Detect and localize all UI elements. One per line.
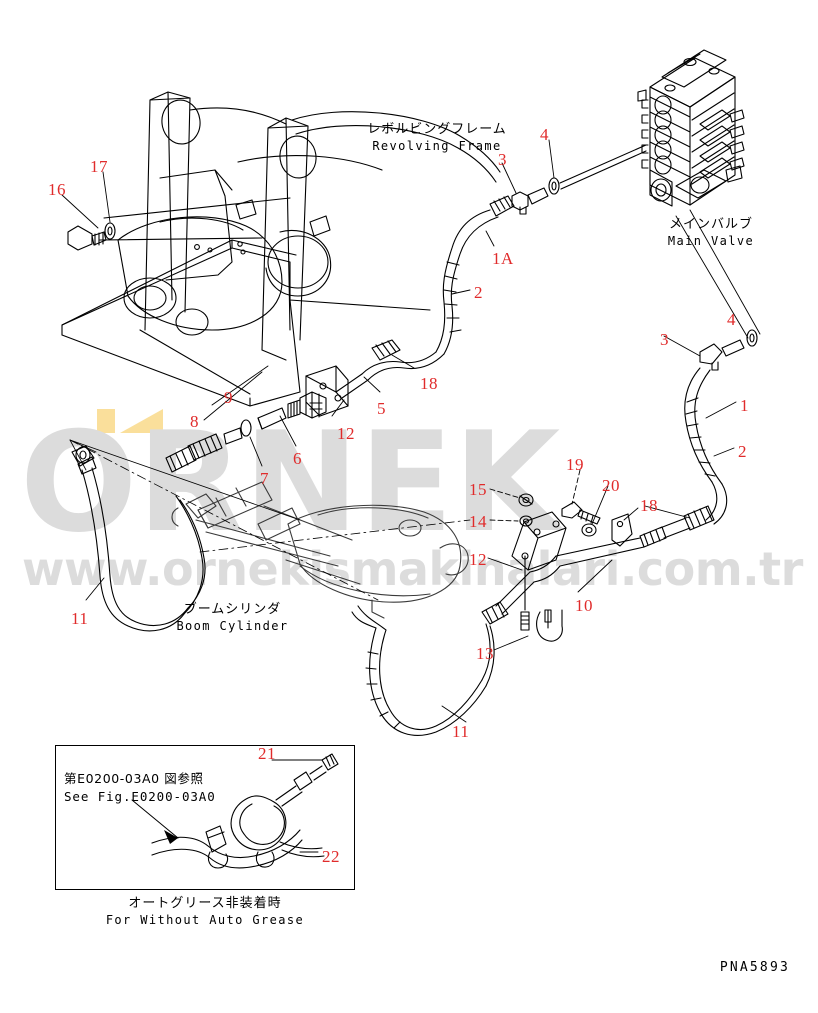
bracket-12-assembly bbox=[487, 469, 639, 651]
callout-12: 12 bbox=[337, 424, 355, 443]
callout-15: 15 bbox=[469, 480, 487, 499]
callout-21: 21 bbox=[258, 744, 276, 763]
callout-22: 22 bbox=[322, 847, 340, 866]
callout-1: 1 bbox=[740, 396, 749, 415]
callout-13: 13 bbox=[476, 644, 494, 663]
callout-7: 7 bbox=[260, 469, 269, 488]
label-boom-cylinder-en: Boom Cylinder bbox=[176, 619, 289, 633]
callout-9: 9 bbox=[224, 388, 233, 407]
callout-3: 3 bbox=[498, 150, 507, 169]
callout-2: 2 bbox=[738, 442, 747, 461]
label-revolving-frame-jp: レボルビングフレーム bbox=[367, 122, 507, 137]
drawing-part-number: PNA5893 bbox=[719, 960, 790, 975]
callout-10: 10 bbox=[575, 596, 593, 615]
callout-2: 2 bbox=[474, 283, 483, 302]
logo-chevrons bbox=[97, 409, 163, 433]
label-boom-cylinder-jp: ブームシリンダ bbox=[183, 602, 282, 617]
inset-without-auto-grease-box bbox=[55, 745, 355, 890]
label-boom-cylinder: ブームシリンダ Boom Cylinder bbox=[145, 598, 320, 633]
callout-6: 6 bbox=[293, 449, 302, 468]
callout-16: 16 bbox=[48, 180, 66, 199]
hose-11-left bbox=[69, 439, 471, 632]
callout-11: 11 bbox=[71, 609, 89, 628]
label-revolving-frame-en: Revolving Frame bbox=[372, 139, 502, 153]
callout-3: 3 bbox=[660, 330, 669, 349]
inset-see-fig-en: See Fig.E0200-03A0 bbox=[64, 789, 216, 804]
callout-18: 18 bbox=[640, 496, 658, 515]
label-main-valve: メインバルブ Main Valve bbox=[636, 213, 786, 248]
revolving-frame-drawing bbox=[61, 91, 501, 407]
callout-8: 8 bbox=[190, 412, 199, 431]
callout-17: 17 bbox=[90, 157, 108, 176]
hose-1a-assembly bbox=[435, 139, 647, 355]
boom-cylinder-drawing bbox=[171, 481, 469, 619]
label-revolving-frame: レボルビングフレーム Revolving Frame bbox=[352, 118, 522, 153]
label-without-auto-grease-en: For Without Auto Grease bbox=[105, 913, 305, 927]
hose-1-right-assembly bbox=[481, 209, 761, 625]
callout-4: 4 bbox=[727, 310, 736, 329]
watermark-url: www.ornekismakinalari.com.tr bbox=[22, 542, 804, 596]
label-main-valve-en: Main Valve bbox=[667, 234, 755, 248]
callout-1A: 1A bbox=[492, 249, 514, 268]
watermark-brand: ORNEK bbox=[20, 402, 565, 563]
callout-14: 14 bbox=[469, 512, 487, 531]
label-without-auto-grease: オートグリース非装着時 For Without Auto Grease bbox=[100, 892, 310, 927]
inset-see-fig-jp: 第E0200-03A0 図参照 bbox=[64, 771, 204, 786]
callout-4: 4 bbox=[540, 125, 549, 144]
callout-20: 20 bbox=[602, 476, 620, 495]
callout-12: 12 bbox=[469, 550, 487, 569]
callout-19: 19 bbox=[566, 455, 584, 474]
callout-18: 18 bbox=[420, 374, 438, 393]
inset-drawing bbox=[131, 753, 339, 869]
main-valve-drawing bbox=[637, 49, 745, 207]
callout-5: 5 bbox=[377, 399, 386, 418]
label-main-valve-jp: メインバルブ bbox=[668, 217, 753, 232]
bolt-16-washer-17 bbox=[61, 171, 116, 251]
callout-11: 11 bbox=[452, 722, 470, 741]
tube-2-mid-assembly bbox=[165, 339, 445, 473]
label-without-auto-grease-jp: オートグリース非装着時 bbox=[128, 896, 282, 911]
hose-11-bottom bbox=[351, 605, 495, 736]
